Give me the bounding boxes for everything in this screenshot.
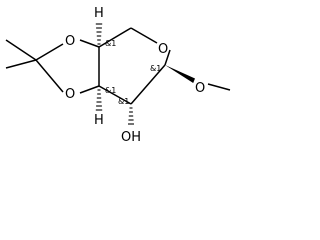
bond-c5-oring bbox=[130, 27, 158, 44]
bond-c4-c5 bbox=[98, 27, 132, 48]
wedge-bond-c1-ome bbox=[165, 65, 195, 83]
bond-o-top-c4 bbox=[79, 39, 100, 48]
stereo-label-c2: &1 bbox=[118, 97, 129, 106]
stereo-label-c4: &1 bbox=[105, 39, 116, 48]
bond-cq-o-bottom bbox=[35, 59, 64, 93]
bond-methyl-lower bbox=[5, 59, 37, 69]
bond-c1-c2 bbox=[130, 64, 166, 105]
hashed-bond-top-h bbox=[95, 23, 103, 45]
hydrogen-bottom: H bbox=[94, 113, 104, 128]
bond-ome-methyl bbox=[207, 83, 231, 91]
bond-cq-o-top bbox=[35, 43, 64, 61]
oxygen-dioxolane-bottom: O bbox=[65, 87, 75, 102]
bond-o-bottom-c3 bbox=[79, 85, 100, 94]
oxygen-dioxolane-top: O bbox=[65, 34, 75, 49]
oxygen-ring: O bbox=[158, 42, 168, 57]
stereo-label-c1: &1 bbox=[150, 64, 161, 73]
hydrogen-top: H bbox=[94, 6, 104, 21]
stereo-label-c3: &1 bbox=[105, 86, 116, 95]
hashed-bond-c2-oh bbox=[128, 107, 134, 125]
hydroxyl-label: OH bbox=[121, 130, 141, 145]
bond-methyl-upper bbox=[5, 39, 37, 61]
bond-c2-c3 bbox=[98, 85, 132, 105]
molecule-structure: O O O O OH H H &1 &1 &1 &1 bbox=[5, 6, 231, 145]
bond-oring-c1 bbox=[164, 49, 171, 66]
hashed-bond-bottom-h bbox=[95, 89, 103, 111]
oxygen-methoxy: O bbox=[195, 81, 205, 96]
